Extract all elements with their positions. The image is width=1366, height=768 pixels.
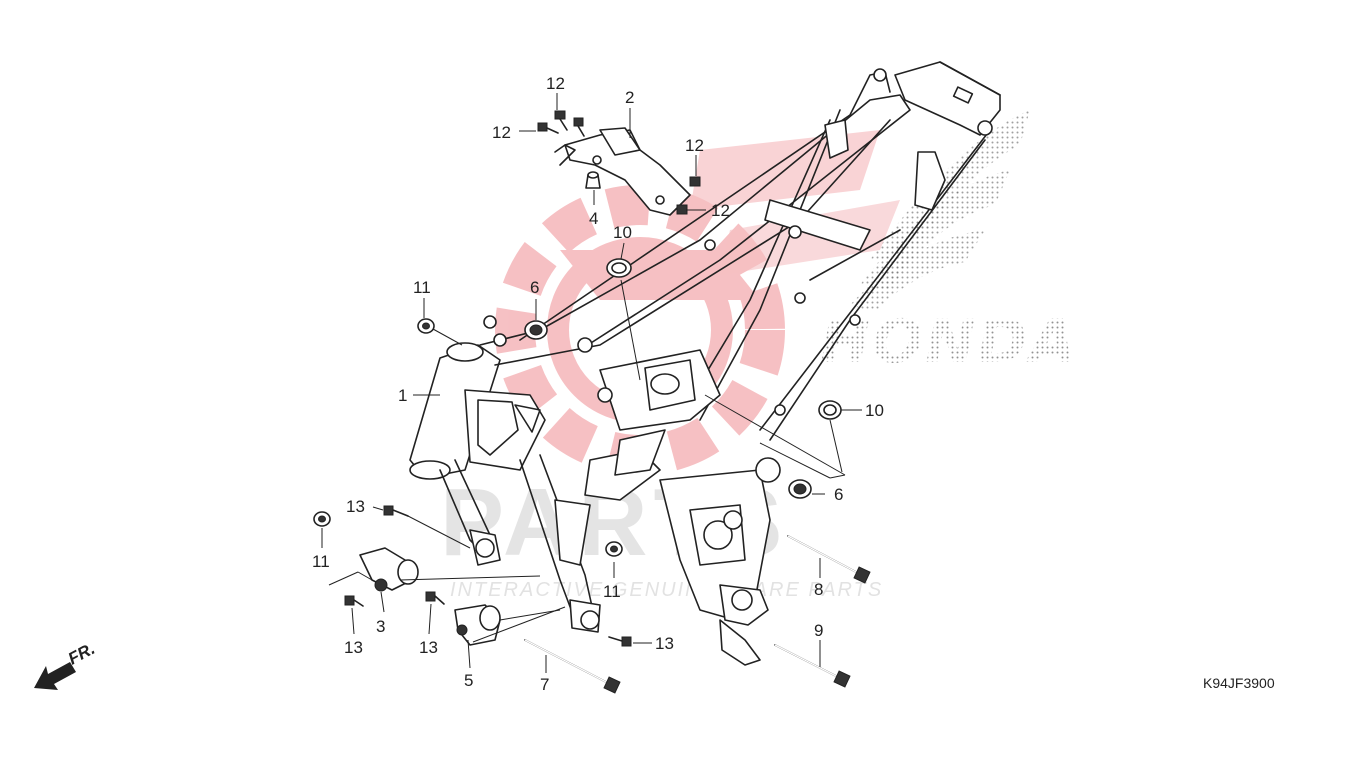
bolt-13-d [608,636,632,647]
bolt-12-e [676,204,688,215]
callout-11-mid[interactable]: 11 [603,582,621,601]
honda-watermark-text: HONDA [820,307,1078,377]
callout-3[interactable]: 3 [376,617,385,636]
callout-12-left[interactable]: 12 [492,123,511,142]
part-6-grommet-left[interactable] [524,320,548,340]
bolt-13-a [383,505,409,517]
callout-10-right[interactable]: 10 [865,401,884,420]
bolt-12-c [573,117,585,137]
callout-4[interactable]: 4 [589,209,598,228]
part-11-nut-left[interactable] [313,511,331,527]
part-10-clamp-right[interactable] [818,400,842,420]
callout-7[interactable]: 7 [540,675,549,694]
bolt-13-b [344,595,364,607]
callout-12-top[interactable]: 12 [546,74,565,93]
callout-11-left[interactable]: 11 [312,552,330,571]
watermark-subtitle: INTERACTIVE GENUINE SPARE PARTS [450,579,883,601]
callouts: 1 2 3 4 5 6 6 7 8 9 10 10 11 11 11 12 12… [312,74,884,694]
leader-lines [321,93,862,673]
callout-13-lower-mid[interactable]: 13 [419,638,438,657]
callout-12-right-lower[interactable]: 12 [711,201,730,220]
callout-10-upper[interactable]: 10 [613,223,632,242]
part-12-bolts[interactable] [537,110,701,215]
part-13-bolts[interactable] [344,505,632,647]
callout-13-right[interactable]: 13 [655,634,674,653]
callout-11-top[interactable]: 11 [413,278,431,297]
part-1-frame-body[interactable] [409,61,1001,666]
callout-9[interactable]: 9 [814,621,823,640]
bolt-12-b [537,122,559,134]
bolt-12-d [689,176,701,187]
callout-8[interactable]: 8 [814,580,823,599]
bolt-12-a [554,110,568,131]
part-9-long-bolt[interactable] [774,644,851,688]
part-5-engine-hanger[interactable] [454,604,501,646]
callout-6-lower[interactable]: 6 [834,485,843,504]
part-8-long-bolt[interactable] [787,535,871,584]
part-4-grommet[interactable] [585,171,601,189]
front-arrow-icon [34,662,76,690]
part-11-nut-top[interactable] [417,318,435,334]
part-6-grommet-right[interactable] [788,479,812,499]
callout-13-upper[interactable]: 13 [346,497,365,516]
part-10-clamp-upper[interactable] [606,258,632,278]
front-direction-indicator: FR. [34,639,98,690]
part-3-engine-hanger[interactable] [359,547,419,592]
part-11-nut-mid[interactable] [605,541,623,557]
callout-12-right-upper[interactable]: 12 [685,136,704,155]
part-7-long-bolt[interactable] [524,639,621,694]
callout-1[interactable]: 1 [398,386,407,405]
callout-2[interactable]: 2 [625,88,634,107]
bolt-13-c [425,591,445,605]
callout-13-lower-left[interactable]: 13 [344,638,363,657]
callout-5[interactable]: 5 [464,671,473,690]
callout-6-upper[interactable]: 6 [530,278,539,297]
drawing-code: K94JF3900 [1203,675,1275,691]
